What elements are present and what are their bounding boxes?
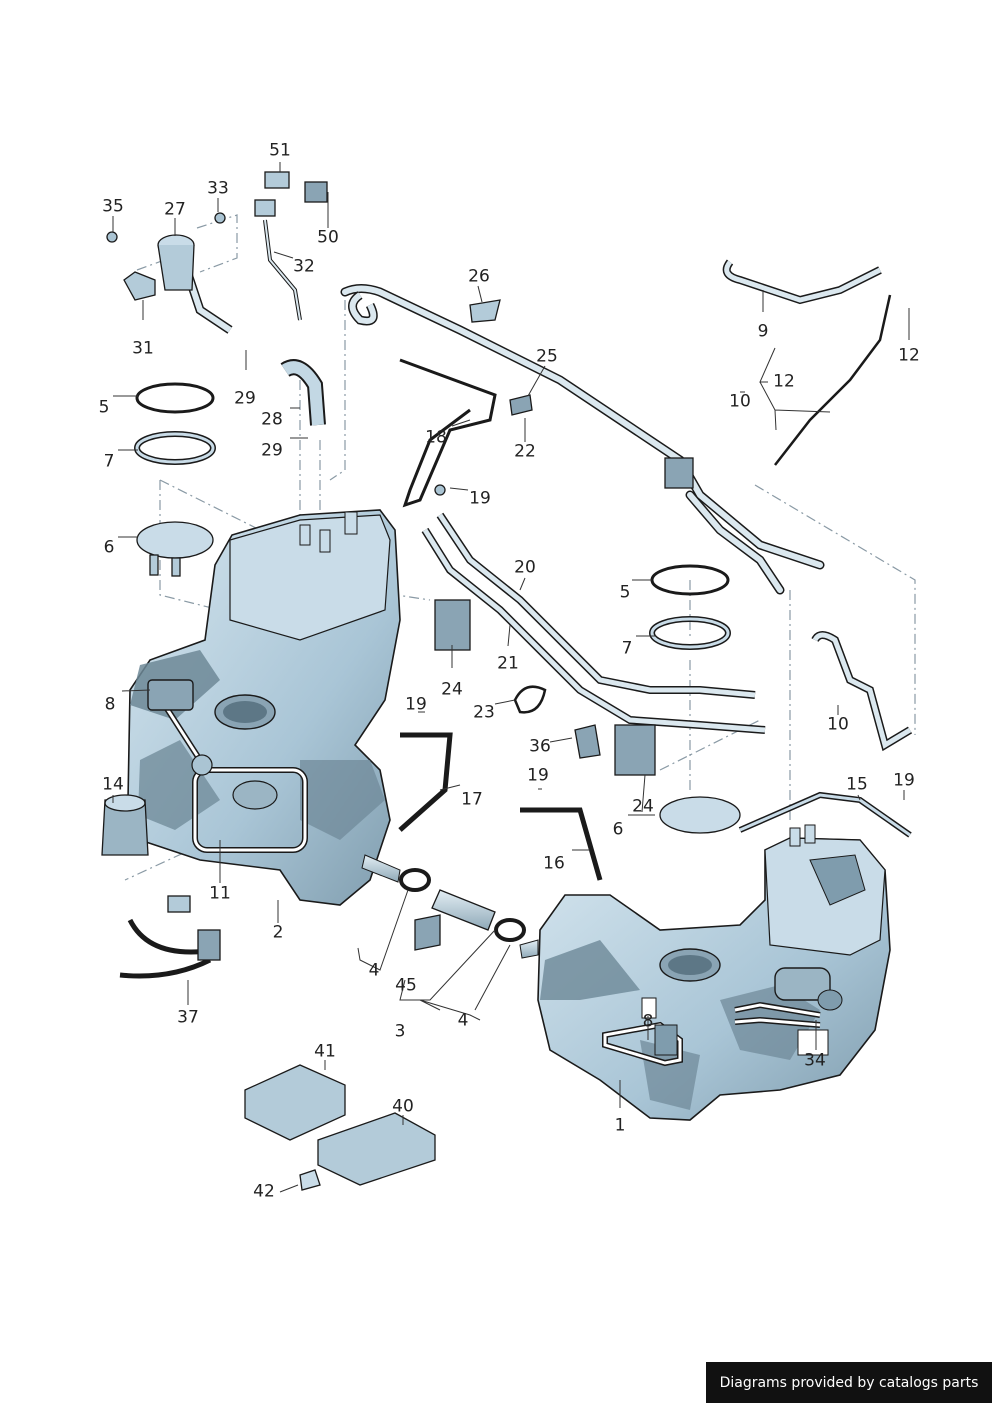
leader-lines	[124, 214, 916, 881]
callout-35[interactable]: 35	[102, 196, 124, 217]
callout-20[interactable]: 20	[514, 557, 536, 578]
callout-4-left[interactable]: 4	[368, 960, 380, 981]
callout-6-left[interactable]: 6	[103, 537, 115, 558]
callout-21[interactable]: 21	[497, 653, 519, 674]
callout-10-top[interactable]: 10	[729, 391, 751, 412]
callout-15[interactable]: 15	[846, 774, 868, 795]
callout-18[interactable]: 18	[425, 427, 447, 448]
callout-7-left[interactable]: 7	[103, 451, 115, 472]
callout-41[interactable]: 41	[314, 1041, 336, 1062]
callout-37[interactable]: 37	[177, 1007, 199, 1028]
callout-26[interactable]: 26	[468, 266, 490, 287]
callout-29-upper[interactable]: 29	[234, 388, 256, 409]
callout-10-right[interactable]: 10	[827, 714, 849, 735]
callout-50[interactable]: 50	[317, 227, 339, 248]
callout-4-right[interactable]: 4	[457, 1010, 469, 1031]
callout-19-upper[interactable]: 19	[469, 488, 491, 509]
callout-14[interactable]: 14	[102, 774, 124, 795]
callout-23[interactable]: 23	[473, 702, 495, 723]
callout-32[interactable]: 32	[293, 256, 315, 277]
attribution-text: Diagrams provided by catalogs parts	[719, 1374, 979, 1391]
callout-12-bracket[interactable]: 12	[773, 371, 795, 392]
callout-11[interactable]: 11	[209, 883, 231, 904]
callout-27[interactable]: 27	[164, 199, 186, 220]
callout-29-lower[interactable]: 29	[261, 440, 283, 461]
callout-28[interactable]: 28	[261, 409, 283, 430]
callout-12-top[interactable]: 12	[898, 345, 920, 366]
callout-17[interactable]: 17	[461, 789, 483, 810]
callout-7-right[interactable]: 7	[621, 638, 633, 659]
callout-42[interactable]: 42	[253, 1181, 275, 1202]
callout-45[interactable]: 45	[395, 975, 417, 996]
callout-8-left[interactable]: 8	[104, 694, 116, 715]
callout-19-right[interactable]: 19	[893, 770, 915, 791]
callout-40[interactable]: 40	[392, 1096, 414, 1117]
callout-5-right[interactable]: 5	[619, 582, 631, 603]
attribution-banner: Diagrams provided by catalogs parts	[706, 1362, 992, 1403]
callout-1[interactable]: 1	[614, 1115, 626, 1136]
callout-34[interactable]: 34	[804, 1050, 826, 1071]
callout-9[interactable]: 9	[757, 321, 769, 342]
callout-24-right[interactable]: 24	[632, 796, 654, 817]
callout-3[interactable]: 3	[394, 1021, 406, 1042]
callout-2[interactable]: 2	[272, 922, 284, 943]
callout-51[interactable]: 51	[269, 140, 291, 161]
fuel-tank-right	[519, 824, 891, 1121]
callout-33[interactable]: 33	[207, 178, 229, 199]
callout-leaders	[112, 162, 910, 1193]
callout-8-right[interactable]: 8	[642, 1011, 654, 1032]
callout-36[interactable]: 36	[529, 736, 551, 757]
callout-16[interactable]: 16	[543, 853, 565, 874]
callout-22[interactable]: 22	[514, 441, 536, 462]
fuel-tank-left	[127, 509, 401, 906]
callout-25[interactable]: 25	[536, 346, 558, 367]
callout-24-left[interactable]: 24	[441, 679, 463, 700]
callout-19-mid[interactable]: 19	[405, 694, 427, 715]
small-parts	[101, 171, 912, 1191]
callout-5-left[interactable]: 5	[98, 397, 110, 418]
callout-31[interactable]: 31	[132, 338, 154, 359]
callout-6-right[interactable]: 6	[612, 819, 624, 840]
callout-19-lower[interactable]: 19	[527, 765, 549, 786]
